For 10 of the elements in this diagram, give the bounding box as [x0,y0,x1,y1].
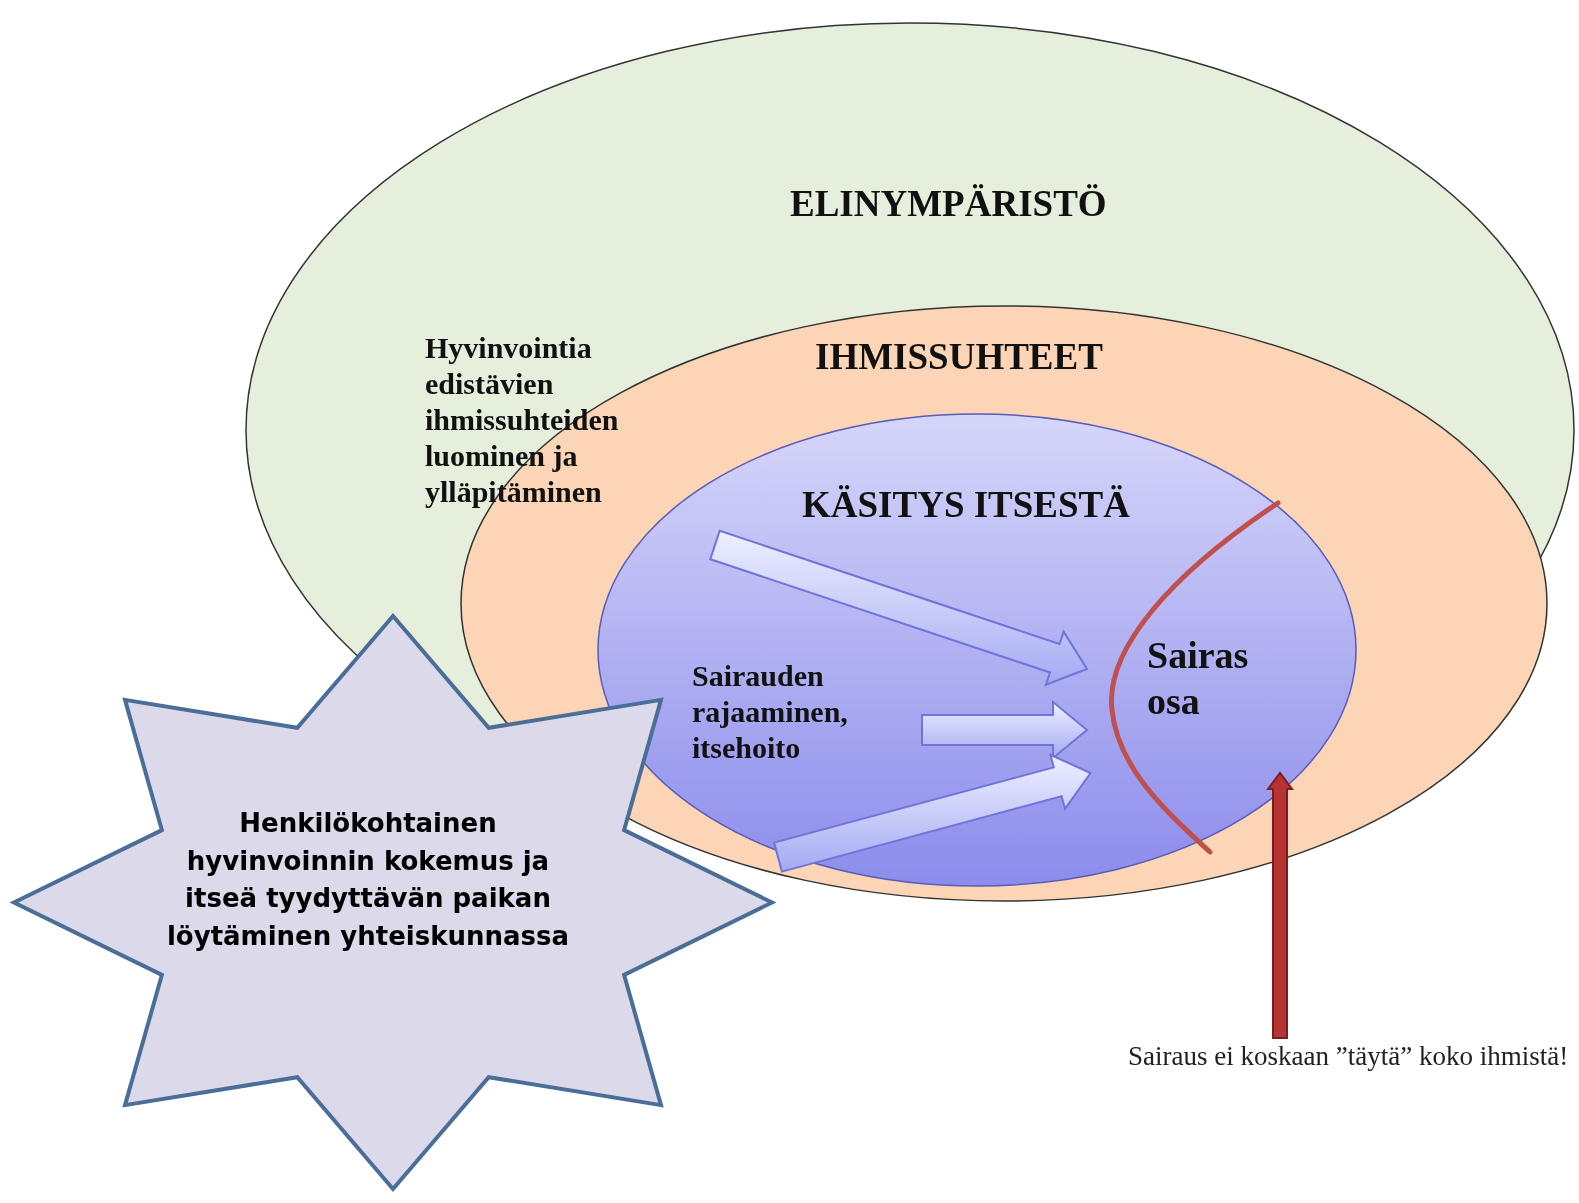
block-arrow [709,529,1089,687]
star-text: Henkilökohtainen hyvinvoinnin kokemus ja itseä tyydyttävän paikan löytäminen yhteiskunnassa [165,807,571,954]
text-label: Sairaus ei koskaan ”täytä” koko ihmistä! [1128,1038,1577,1123]
text-label: Sairas osa [1147,633,1250,724]
region-title: ELINYMPÄRISTÖ [790,182,1107,225]
block-arrow [1266,771,1294,1039]
region-title: KÄSITYS ITSESTÄ [802,483,1130,526]
block-arrow [772,753,1092,873]
region-title: IHMISSUHTEET [815,335,1103,378]
text-label: Sairauden rajaaminen, itsehoito [692,658,922,793]
